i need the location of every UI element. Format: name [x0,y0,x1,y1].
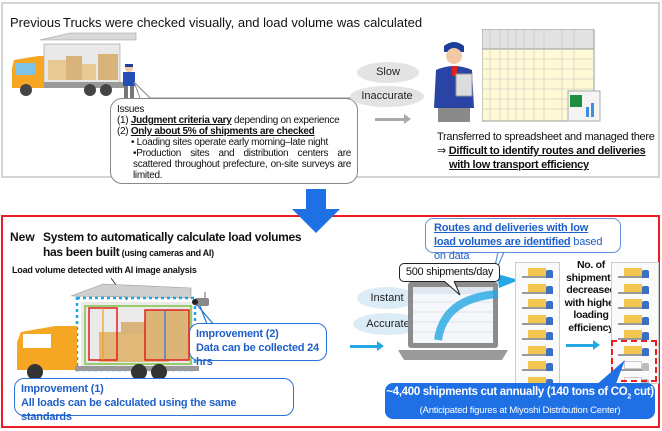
truck-icon [618,283,650,295]
truck-icon [618,314,650,326]
truck-icon [522,268,554,279]
truck-icon [522,283,554,295]
truck-icon [522,361,554,372]
ai-analysis-label: Load volume detected with AI image analy… [12,265,197,275]
truck-icon [522,345,554,357]
inspector-person-icon [123,64,135,98]
worker-with-tablet-icon [434,42,474,122]
truck-icon [522,314,554,326]
trucks-before-column [515,262,560,392]
cyan-arrow-icon [350,341,384,351]
cyan-arrow-icon [566,340,600,350]
new-title: System to automatically calculate load v… [43,230,302,259]
tag-inaccurate: Inaccurate [350,86,424,107]
reduction-text: No. of shipments decreased with higher l… [564,259,618,334]
issues-heading: Issues [117,104,145,115]
truck-icon [522,299,554,310]
implies-arrow-icon: ⇒ [437,145,446,157]
truck-icon [522,330,554,341]
previous-label: Previous [10,15,61,30]
truck-icon [618,345,650,357]
gray-arrow-icon [375,114,411,124]
tag-accurate: Accurate [353,313,423,335]
laptop-icon [398,282,508,360]
result-callout-pointer [595,360,625,386]
routes-identified-callout: Routes and deliveries with low load volu… [425,218,621,262]
down-arrow-icon [292,189,340,233]
truck-ai-detection-illustration [17,278,199,380]
truck-icon [618,299,650,310]
shipments-per-day-callout: 500 shipments/day [399,263,500,282]
issue-bullet-2: •Production sites and distribution cente… [133,148,351,181]
issues-callout: Issues (1) Judgment criteria vary depend… [110,98,358,184]
tag-instant: Instant [357,287,417,309]
spreadsheet-icon [482,29,601,122]
previous-title: Trucks were checked visually, and load v… [63,15,423,30]
truck-illustration-previous [12,32,137,96]
improvement-2-callout: Improvement (2) Data can be collected 24… [189,323,327,368]
truck-icon [618,268,650,279]
issue-bullet-1: • Loading sites operate early morning–la… [131,137,329,148]
issue-2: (2) Only about 5% of shipments are check… [117,126,315,137]
difficult-text: ⇒ Difficult to identify routes and deliv… [437,145,646,171]
cut-shipments-highlight [611,340,657,382]
improvement-1-callout: Improvement (1) All loads can be calcula… [14,378,294,423]
removed-truck-icon [618,361,650,372]
transfer-text: Transferred to spreadsheet and managed t… [437,131,655,143]
result-headline: ~4,400 shipments cut annually (140 tons … [386,386,654,401]
truck-icon [618,330,650,341]
camera-icon [192,292,209,306]
trucks-after-column [611,262,659,387]
tag-slow: Slow [357,62,419,83]
result-note: (Anticipated figures at Miyoshi Distribu… [419,405,621,417]
result-callout: ~4,400 shipments cut annually (140 tons … [385,383,655,419]
shipments-callout-pointer [443,281,461,296]
issue-1: (1) Judgment criteria vary depending on … [117,115,340,126]
new-label: New [10,230,35,244]
blue-curve-arrowhead-icon [497,274,519,288]
